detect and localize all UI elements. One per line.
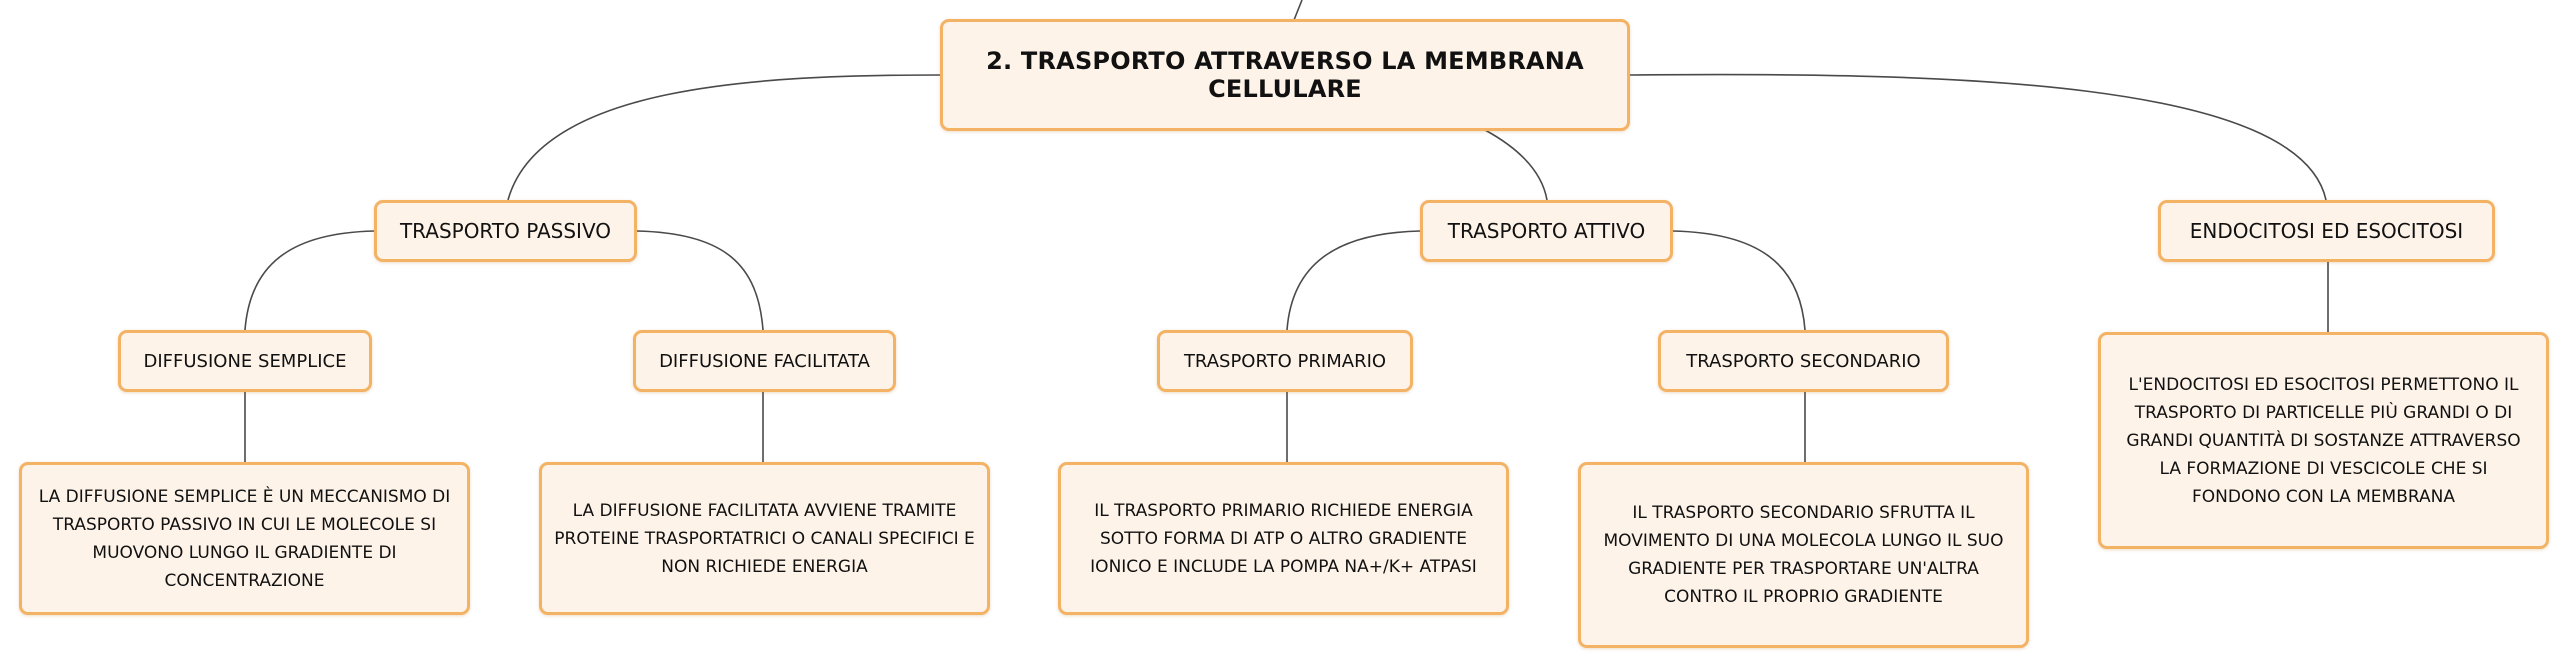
node-trasporto-passivo[interactable]: TRASPORTO PASSIVO (374, 200, 637, 262)
node-trasporto-attivo[interactable]: TRASPORTO ATTIVO (1420, 200, 1673, 262)
desc-endocitosi-esocitosi-text: L'ENDOCITOSI ED ESOCITOSI PERMETTONO IL … (2126, 374, 2521, 507)
desc-diffusione-semplice-text: LA DIFFUSIONE SEMPLICE È UN MECCANISMO D… (38, 486, 451, 591)
node-endocitosi-esocitosi-label: ENDOCITOSI ED ESOCITOSI (2189, 219, 2464, 243)
desc-trasporto-secondario-text: IL TRASPORTO SECONDARIO SFRUTTA IL MOVIM… (1603, 503, 2004, 607)
node-trasporto-primario[interactable]: TRASPORTO PRIMARIO (1157, 330, 1413, 392)
connector-passivo-facilitata (636, 230, 764, 331)
node-diffusione-semplice[interactable]: DIFFUSIONE SEMPLICE (118, 330, 372, 392)
node-trasporto-secondario[interactable]: TRASPORTO SECONDARIO (1658, 330, 1949, 392)
connector-attivo-secondario (1672, 230, 1806, 331)
node-trasporto-primario-label: TRASPORTO PRIMARIO (1183, 350, 1387, 372)
node-trasporto-attivo-label: TRASPORTO ATTIVO (1447, 219, 1646, 243)
node-diffusione-facilitata-label: DIFFUSIONE FACILITATA (659, 350, 870, 372)
node-diffusione-facilitata[interactable]: DIFFUSIONE FACILITATA (633, 330, 896, 392)
desc-endocitosi-esocitosi[interactable]: L'ENDOCITOSI ED ESOCITOSI PERMETTONO IL … (2098, 332, 2549, 549)
node-endocitosi-esocitosi[interactable]: ENDOCITOSI ED ESOCITOSI (2158, 200, 2495, 262)
connector-attivo-primario (1286, 230, 1421, 331)
node-trasporto-passivo-label: TRASPORTO PASSIVO (399, 219, 612, 243)
connector-passivo-semplice (244, 230, 375, 331)
node-diffusione-semplice-label: DIFFUSIONE SEMPLICE (143, 350, 347, 372)
root-node-label: 2. TRASPORTO ATTRAVERSO LA MEMBRANA CELL… (986, 47, 1584, 103)
root-node[interactable]: 2. TRASPORTO ATTRAVERSO LA MEMBRANA CELL… (940, 19, 1630, 131)
desc-diffusione-semplice[interactable]: LA DIFFUSIONE SEMPLICE È UN MECCANISMO D… (19, 462, 470, 615)
desc-trasporto-primario[interactable]: IL TRASPORTO PRIMARIO RICHIEDE ENERGIA S… (1058, 462, 1509, 615)
desc-diffusione-facilitata[interactable]: LA DIFFUSIONE FACILITATA AVVIENE TRAMITE… (539, 462, 990, 615)
desc-diffusione-facilitata-text: LA DIFFUSIONE FACILITATA AVVIENE TRAMITE… (554, 500, 975, 577)
connector-root-passivo (507, 74, 941, 201)
connector-parent-root (1293, 0, 1303, 21)
desc-trasporto-primario-text: IL TRASPORTO PRIMARIO RICHIEDE ENERGIA S… (1090, 500, 1477, 577)
connector-root-endo (1629, 73, 2327, 201)
desc-trasporto-secondario[interactable]: IL TRASPORTO SECONDARIO SFRUTTA IL MOVIM… (1578, 462, 2029, 648)
node-trasporto-secondario-label: TRASPORTO SECONDARIO (1686, 350, 1921, 372)
connector-root-attivo (1484, 129, 1548, 201)
